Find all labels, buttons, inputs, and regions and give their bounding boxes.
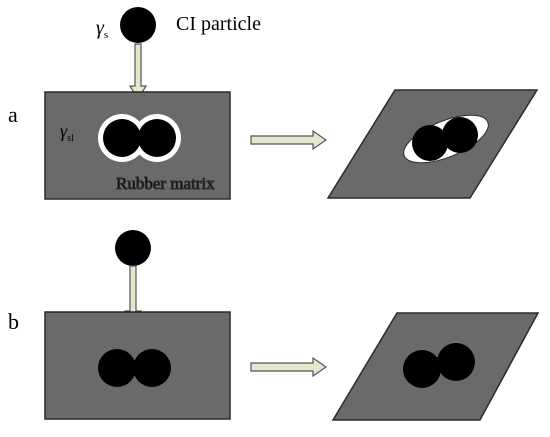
ci-particle-a-right — [138, 119, 176, 157]
gamma-sl-subscript: sl — [67, 133, 74, 144]
gamma-s-label: γs — [96, 17, 108, 41]
gamma-sl-symbol: γ — [60, 121, 68, 141]
ci-particle-a-deformed-right — [442, 117, 478, 153]
ci-particle-a-left — [103, 119, 141, 157]
rubber-matrix-label: Rubber matrix — [116, 174, 215, 193]
panel-b-label: b — [8, 309, 19, 334]
gamma-sl-label: γsl — [60, 121, 74, 144]
panel-b: b — [8, 230, 540, 421]
ci-particle-b-deformed-left — [403, 350, 441, 388]
ci-particle-label: CI particle — [176, 13, 261, 35]
panel-a-label: a — [8, 102, 18, 127]
right-arrow-b — [250, 356, 328, 378]
ci-particle-a-deformed-left — [412, 125, 448, 161]
down-arrow-a — [128, 43, 148, 101]
ci-particle-falling-a — [120, 7, 156, 43]
gamma-s-subscript: s — [104, 29, 108, 41]
gamma-s-symbol: γ — [96, 17, 105, 39]
panel-a: a γs CI particle γsl Rubber matrix — [8, 7, 539, 200]
ci-particle-b-right — [133, 349, 171, 387]
ci-particle-falling-b — [115, 230, 151, 266]
right-arrow-a — [250, 129, 328, 151]
ci-particle-b-deformed-right — [437, 343, 475, 381]
ci-particle-b-left — [98, 349, 136, 387]
